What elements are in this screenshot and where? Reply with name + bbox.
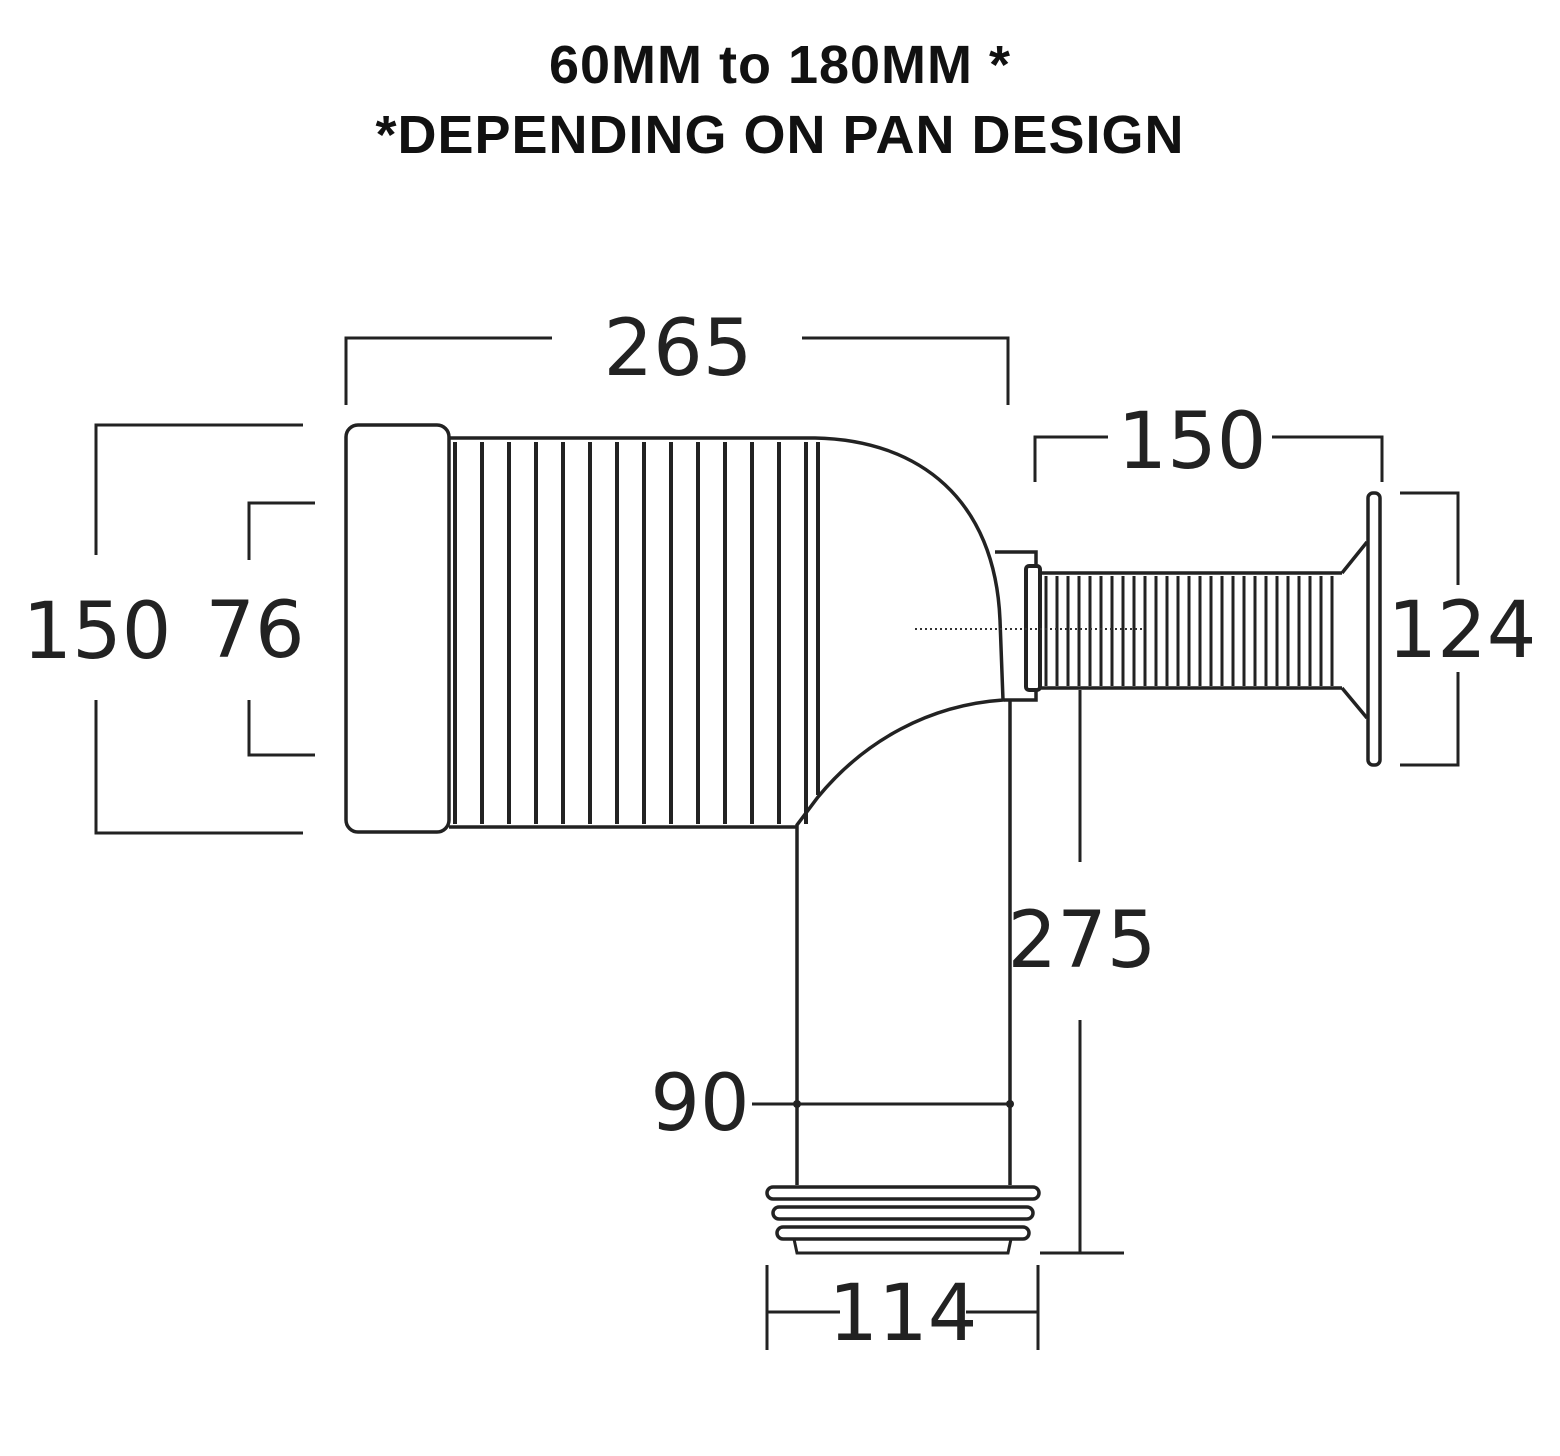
dim-90-lines <box>752 1100 1014 1108</box>
dim-275-lines <box>1040 690 1124 1255</box>
dim-124-lines <box>1400 491 1460 767</box>
dim-265-label: 265 <box>604 304 753 394</box>
dim-76-lines <box>247 501 315 757</box>
title-line-2: *DEPENDING ON PAN DESIGN <box>375 105 1185 165</box>
corrugation-ribs-main <box>453 442 820 824</box>
dim-150-outlet-lines <box>1033 435 1384 482</box>
pan-socket-collar <box>344 423 451 834</box>
dim-150-left-lines <box>94 423 303 835</box>
bottom-spigot-seal <box>765 1185 1041 1255</box>
dim-90-label: 90 <box>650 1059 749 1149</box>
dim-114-label: 114 <box>829 1269 978 1359</box>
title-line-1: 60MM to 180MM * <box>548 35 1012 95</box>
corrugation-ribs-outlet <box>1044 576 1334 686</box>
dim-150-outlet-label: 150 <box>1118 397 1267 487</box>
dim-76-label: 76 <box>205 586 304 676</box>
dim-265-lines <box>344 336 1010 405</box>
dim-124-label: 124 <box>1388 586 1537 676</box>
dim-114-lines <box>765 1265 1040 1350</box>
dim-275-label: 275 <box>1008 896 1157 986</box>
dim-150-left-label: 150 <box>23 587 172 677</box>
